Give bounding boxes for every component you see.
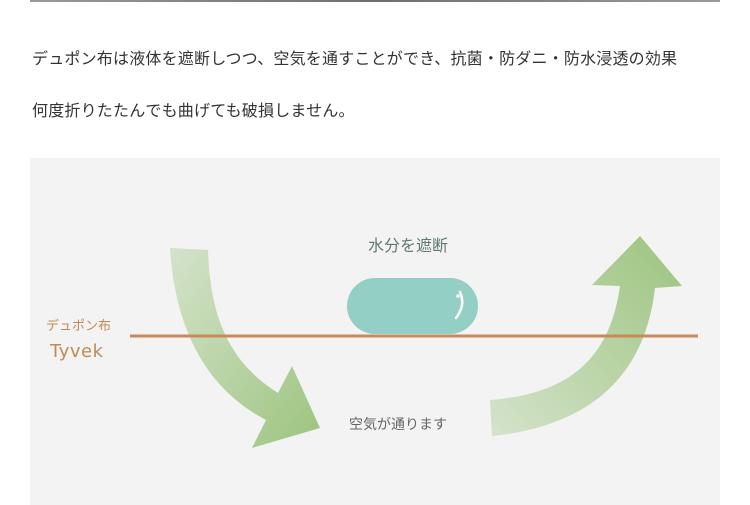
description-line-2: 何度折りたたんでも曲げても破損しません。	[32, 101, 355, 120]
air-down-arrow	[170, 248, 320, 448]
fabric-label-en: Tyvek	[50, 341, 104, 362]
breathability-diagram: デュポン布 Tyvek 水分を遮断 空気が通ります	[30, 158, 720, 505]
water-droplet	[347, 278, 478, 334]
air-up-arrow	[490, 236, 682, 436]
top-divider	[30, 0, 720, 2]
diagram-graphics	[130, 236, 698, 448]
fabric-label-jp: デュポン布	[46, 319, 112, 334]
description-line-1: デュポン布は液体を遮断しつつ、空気を通すことができ、抗菌・防ダニ・防水浸透の効果	[32, 49, 678, 68]
air-pass-label: 空気が通ります	[349, 417, 447, 433]
water-block-label: 水分を遮断	[368, 236, 449, 255]
